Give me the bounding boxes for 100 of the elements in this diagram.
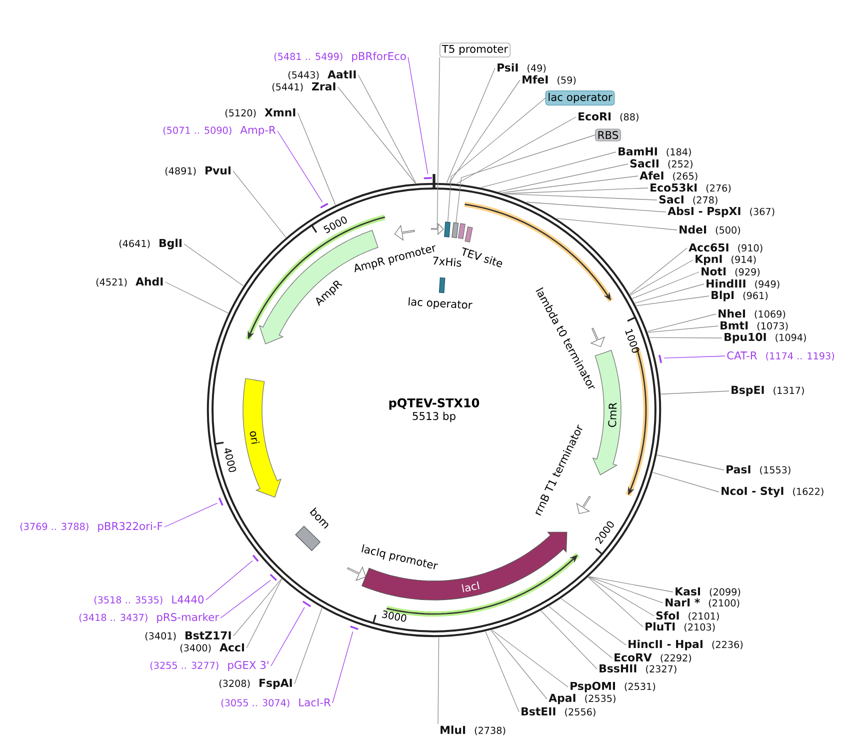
site-label: MluI (2738) [440,726,506,736]
site-label: (4521) AhdI [96,277,163,287]
site-label: NdeI (500) [680,225,740,235]
leader-line [656,454,724,470]
leader-line [485,631,520,712]
site-label: BamHI (184) [618,147,691,157]
leader-line [588,576,664,604]
leader-line [184,244,244,286]
primer-label: (5071 .. 5090) Amp-R [163,126,276,136]
site-label: NcoI - StyI (1622) [722,486,824,498]
feature-label: 7xHis [433,256,462,267]
primer-label: (3255 .. 3277) pGEX 3' [150,660,268,672]
site-label: BlpI (961) [712,290,768,302]
site-label: (4891) PvuI [165,166,230,176]
leader-line [660,390,730,394]
leader-line [588,576,644,628]
site-label: HincII - HpaI (2236) [628,640,743,650]
feature-tag: lac operator [545,90,615,106]
feature-tag: RBS [595,128,621,142]
gene-feature: ori [242,378,282,498]
leader-line [456,116,576,184]
leader-line [446,68,496,184]
leader-line [548,606,612,658]
site-label: AbsI - PspXI (367) [668,206,774,218]
primer-label: (3518 .. 3535) L4440 [94,595,204,605]
feature-tag: T5 promoter [440,42,510,58]
leader-line [632,272,700,299]
site-label: EcoRV (2292) [614,653,692,663]
leader-line [498,164,628,192]
leader-line [220,580,271,618]
site-label: MfeI (59) [522,75,576,85]
leader-line [408,56,428,174]
site-label: (3400) AccI [180,643,244,653]
site-label: PluTI (2103) [646,622,715,632]
site-label: EcoRI (88) [578,112,638,122]
leader-line [481,152,616,188]
leader-line [526,202,666,212]
site-label: KpnI (914) [696,254,756,266]
feature-label: lac operator [408,297,472,310]
site-label: (4641) BglI [119,238,182,250]
leader-line [647,314,716,332]
site-label: Eco53kI (276) [650,183,731,193]
leader-line [649,337,722,338]
tick-label: 1000 [625,328,640,353]
leader-line [588,576,654,616]
site-label: SacII (252) [630,159,692,169]
leader-line [277,130,323,202]
site-label: KasI (2099) [676,587,740,597]
primer-label: (3055 .. 3074) LacI-R [221,698,331,708]
leader-line [652,472,720,492]
site-label: PspOMI (2531) [570,682,656,692]
leader-line [438,637,440,724]
site-label: ApaI (2535) [548,694,616,704]
site-label: HindIII (949) [706,279,780,289]
plasmid-name: pQTEV-STX10 [389,398,480,410]
leader-line [540,610,598,670]
leader-line [456,134,596,223]
leader-line [294,608,322,684]
leader-line [233,578,282,636]
leader-line [560,598,626,646]
site-label: SacI (278) [659,195,718,205]
feature-block [452,222,459,238]
leader-line [206,560,253,600]
leader-line [246,578,282,648]
site-label: (5441) ZraI [272,82,336,92]
feature-label: lacIq promoter [362,544,438,570]
site-label: NarI * (2100) [666,598,740,608]
primer-label: (3769 .. 3788) pBR322ori-F [20,522,162,532]
leader-line [664,356,726,358]
primer-label: (5481 .. 5499) pBRforEco [274,52,406,62]
plasmid-size: 5513 bp [412,412,456,422]
site-label: Acc65I (910) [688,243,762,253]
site-label: AfeI (265) [640,171,698,181]
leader-line [504,193,658,200]
site-label: (5443) AatII [288,70,356,80]
site-label: NotI (929) [702,267,760,277]
site-label: (5120) XmnI [225,108,296,118]
leader-line [556,218,678,230]
feature-label: TEV site [462,247,502,268]
site-label: (3401) BstZ17I [145,631,231,641]
leader-line [504,188,648,194]
leader-line [270,606,305,666]
site-label: BspEI (1317) [732,386,804,396]
leader-line [630,248,688,295]
leader-line [448,98,546,222]
leader-line [297,112,336,206]
leader-line [232,170,286,238]
leader-line [648,326,718,333]
leader-line [358,74,416,184]
leader-line [636,296,710,306]
leader-line [588,576,674,592]
site-label: PasI (1553) [726,465,790,475]
site-label: BmtI (1073) [720,321,788,331]
primer-label: (3418 .. 3437) pRS-marker [79,612,220,624]
leader-line [164,502,218,528]
leader-line [501,176,638,194]
leader-line [332,631,354,704]
leader-line [634,284,704,304]
leader-line [630,260,694,296]
site-label: NheI (1069) [718,309,786,319]
